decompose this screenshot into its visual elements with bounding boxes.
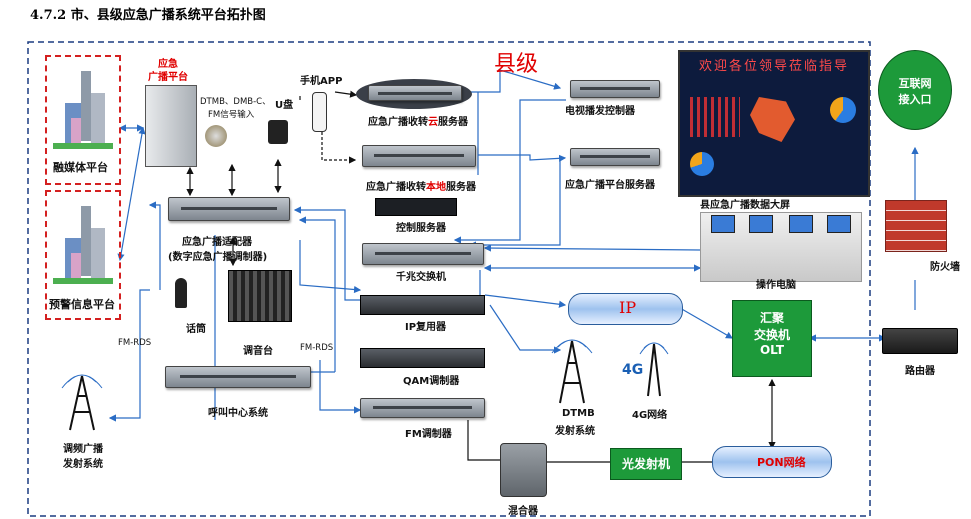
big-data-screen[interactable]: 欢迎各位领导莅临指导: [678, 50, 870, 197]
emergency-platform-label-1: 应急: [158, 59, 178, 70]
screen-title: 欢迎各位领导莅临指导: [698, 59, 849, 74]
combiner-label: 混合器: [508, 506, 538, 517]
ip-multiplexer-label: IP复用器: [405, 322, 447, 333]
4g-tower-icon: [639, 342, 669, 397]
call-center-label: 呼叫中心系统: [208, 408, 268, 419]
map-graphic: [750, 97, 795, 142]
gigabit-switch-device[interactable]: [362, 243, 484, 265]
mixer-label: 调音台: [243, 346, 273, 357]
4g-mark: 4G: [622, 362, 644, 378]
control-server-label: 控制服务器: [396, 223, 446, 234]
4g-network-label: 4G网络: [632, 410, 668, 421]
operator-desk[interactable]: [700, 212, 862, 282]
fm-rds-label-1: FM-RDS: [118, 338, 152, 348]
gigabit-switch-label: 千兆交换机: [396, 272, 446, 283]
platform-server-label: 应急广播平台服务器: [565, 180, 655, 191]
media-platform-label: 融媒体平台: [53, 161, 108, 174]
control-server-device[interactable]: [375, 198, 457, 216]
internet-access-node[interactable]: 互联网 接入口: [878, 50, 952, 130]
emergency-platform-building[interactable]: [145, 85, 197, 167]
building-icon: [53, 71, 113, 149]
phone-icon[interactable]: [312, 92, 327, 132]
warning-platform-label: 预警信息平台: [49, 298, 115, 311]
dtmb-tx-label-2: 发射系统: [555, 426, 595, 437]
combiner-device[interactable]: [500, 443, 547, 497]
aggregation-switch-olt[interactable]: 汇聚 交换机 OLT: [732, 300, 812, 377]
fm-modulator-label: FM调制器: [405, 429, 452, 440]
mixer-device[interactable]: [228, 270, 292, 322]
warning-platform-box[interactable]: 预警信息平台: [45, 190, 121, 320]
call-center-device[interactable]: [165, 366, 311, 388]
microphone-icon[interactable]: [175, 278, 187, 308]
local-server-device[interactable]: [362, 145, 476, 167]
operator-pc-label: 操作电脑: [756, 280, 796, 291]
building-icon: [53, 206, 113, 284]
antenna-connector-icon: [205, 125, 227, 147]
router-device[interactable]: [882, 328, 958, 354]
county-label: 县级: [494, 52, 539, 77]
qam-modulator-label: QAM调制器: [403, 376, 460, 387]
pie-graphic-2: [690, 152, 714, 176]
fm-modulator-device[interactable]: [360, 398, 485, 418]
router-label: 路由器: [905, 366, 935, 377]
pie-graphic: [830, 97, 856, 123]
big-screen-label: 县应急广播数据大屏: [700, 200, 790, 211]
media-platform-box[interactable]: 融媒体平台: [45, 55, 121, 185]
qam-modulator-device[interactable]: [360, 348, 485, 368]
county-frame: [27, 41, 871, 517]
udisk-label: U盘: [275, 100, 294, 111]
fm-broadcast-label-2: 发射系统: [63, 459, 103, 470]
cloud-server-device[interactable]: [368, 85, 462, 101]
optical-transmitter[interactable]: 光发射机: [610, 448, 682, 480]
ip-cloud-label: IP: [619, 298, 637, 317]
fm-input-label: FM信号输入: [208, 110, 255, 120]
fm-broadcast-label-1: 调频广播: [63, 444, 103, 455]
local-server-label: 应急广播收转本地服务器: [366, 182, 476, 193]
microphone-label: 话筒: [186, 324, 206, 335]
pon-network-label: PON网络: [757, 456, 806, 469]
emergency-platform-label-2: 广播平台: [148, 72, 188, 83]
cloud-server-label: 应急广播收转云服务器: [368, 117, 468, 128]
fm-tower-icon: [61, 374, 103, 431]
adapter-sub-label: (数字应急广播调制器): [168, 252, 268, 263]
firewall-label: 防火墙: [930, 262, 960, 273]
adapter-device[interactable]: [168, 197, 290, 221]
firewall-icon[interactable]: [885, 200, 947, 252]
fm-rds-label-2: FM-RDS: [300, 343, 334, 353]
diagram-heading: 4.7.2 市、县级应急广播系统平台拓扑图: [30, 8, 266, 23]
dtmb-tower-icon: [551, 339, 593, 404]
mobile-app-label: 手机APP: [300, 76, 343, 87]
tv-server-device[interactable]: [570, 80, 660, 98]
dtmb-tx-label-1: DTMB: [562, 408, 595, 419]
bar-graphic: [690, 97, 740, 137]
tv-server-label: 电视播发控制器: [565, 106, 635, 117]
ip-multiplexer-device[interactable]: [360, 295, 485, 315]
ip-cloud[interactable]: IP: [568, 293, 683, 325]
pon-network[interactable]: PON网络: [712, 446, 832, 478]
adapter-label: 应急广播适配器: [182, 237, 252, 248]
platform-server-device[interactable]: [570, 148, 660, 166]
dtmb-input-label: DTMB、DMB-C、: [200, 97, 271, 107]
udisk-icon: [268, 120, 288, 144]
